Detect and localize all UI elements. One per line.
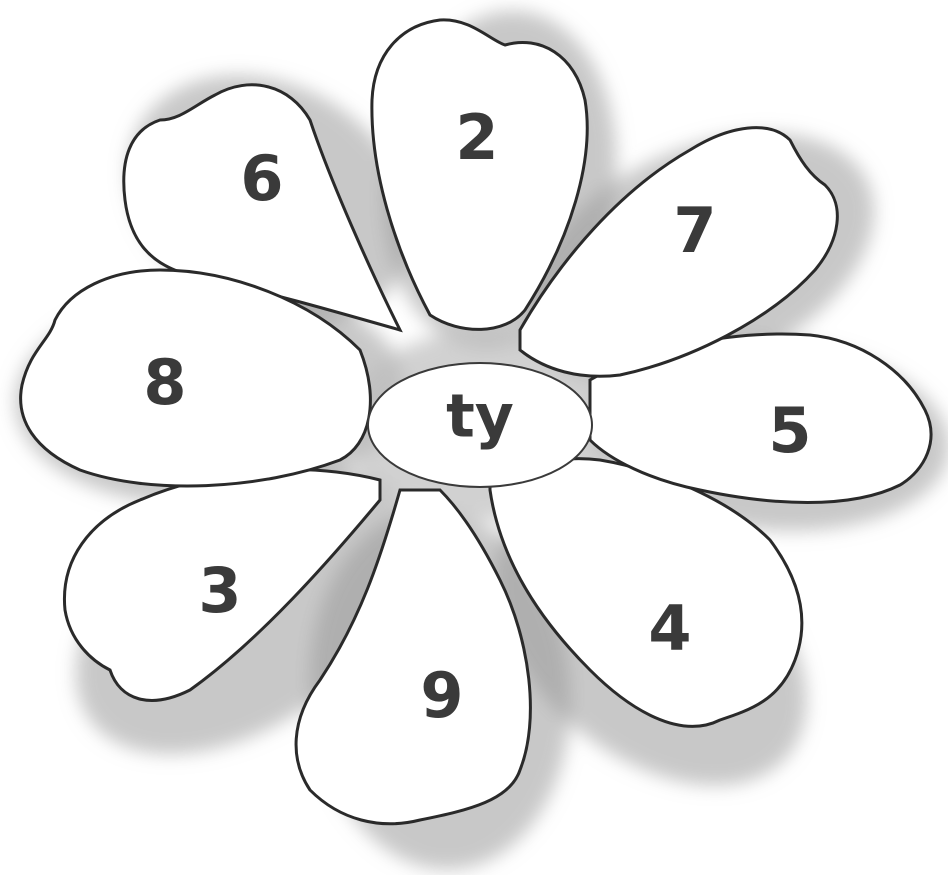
petal-number-top: 2 <box>455 101 498 174</box>
petal-number-bottom: 9 <box>420 659 463 732</box>
petal-number-upper-right: 7 <box>673 194 716 267</box>
center-label: ty <box>446 382 514 452</box>
petal-number-lower-left: 3 <box>198 554 241 627</box>
petal-number-left: 8 <box>143 346 186 419</box>
petal-number-upper-left: 6 <box>240 142 283 215</box>
petal-number-lower-right: 4 <box>648 592 691 665</box>
petal-number-right: 5 <box>768 394 811 467</box>
flower-center: ty <box>368 363 592 487</box>
